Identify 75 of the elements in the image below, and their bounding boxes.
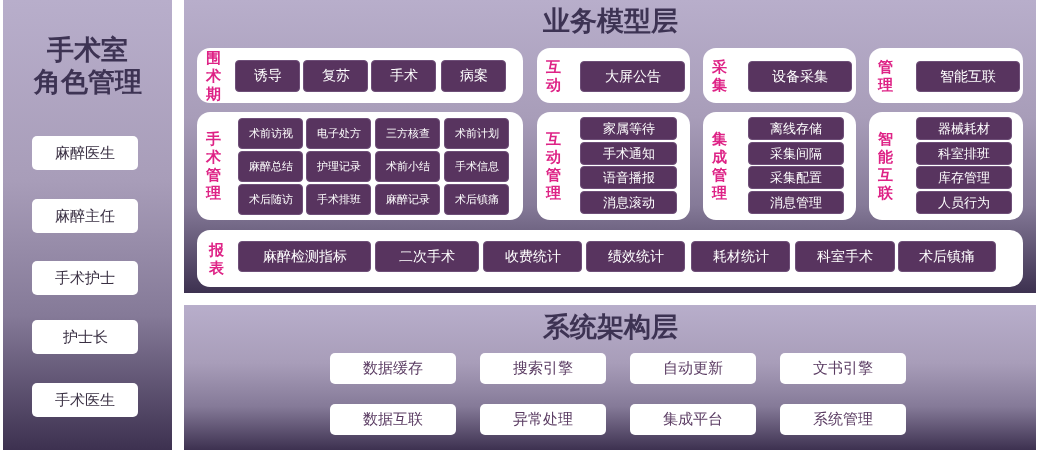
- group-card: [197, 112, 523, 220]
- group-label: 手术管理: [205, 130, 221, 202]
- module-tag: 术后镇痛: [898, 241, 996, 272]
- role-tag: 手术护士: [32, 261, 138, 295]
- group-label: 围术期: [205, 48, 221, 103]
- layer-panel: [3, 0, 172, 450]
- group-label: 采集: [711, 57, 727, 94]
- module-tag: 手术通知: [580, 142, 677, 165]
- group-label: 互动管理: [545, 130, 561, 202]
- module-tag: 手术: [371, 60, 436, 92]
- module-tag: 家属等待: [580, 117, 677, 140]
- module-tag: 消息管理: [748, 191, 844, 214]
- role-tag: 手术医生: [32, 383, 138, 417]
- group-label: 智能互联: [877, 130, 893, 202]
- module-tag: 麻醉记录: [375, 184, 440, 215]
- service-tag: 数据互联: [330, 404, 456, 435]
- service-tag: 数据缓存: [330, 353, 456, 384]
- service-tag: 系统管理: [780, 404, 906, 435]
- module-tag: 复苏: [303, 60, 368, 92]
- module-tag: 耗材统计: [691, 241, 790, 272]
- module-tag: 二次手术: [375, 241, 479, 272]
- module-tag: 术后随访: [238, 184, 303, 215]
- group-card: [703, 112, 856, 220]
- module-tag: 消息滚动: [580, 191, 677, 214]
- module-tag: 术前计划: [444, 118, 509, 149]
- module-tag: 诱导: [235, 60, 300, 92]
- module-tag: 术前小结: [375, 151, 440, 182]
- group-card: [197, 230, 1023, 287]
- layer-panel: [184, 305, 1036, 450]
- module-tag: 库存管理: [916, 166, 1012, 189]
- group-card: [537, 112, 690, 220]
- group-card: [537, 48, 690, 103]
- panel-title: 系统架构层: [541, 311, 679, 343]
- module-tag: 采集配置: [748, 166, 844, 189]
- module-tag: 术后镇痛: [444, 184, 509, 215]
- group-label: 报表: [208, 240, 224, 277]
- group-label: 集成管理: [711, 130, 727, 202]
- module-tag: 科室手术: [795, 241, 895, 272]
- service-tag: 文书引擎: [780, 353, 906, 384]
- layer-panel: [184, 0, 1036, 293]
- group-card: [703, 48, 856, 103]
- panel-title: 手术室角色管理: [32, 34, 143, 98]
- module-tag: 病案: [441, 60, 506, 92]
- service-tag: 自动更新: [630, 353, 756, 384]
- module-tag: 收费统计: [483, 241, 582, 272]
- module-tag: 智能互联: [916, 61, 1020, 92]
- group-card: [869, 112, 1023, 220]
- group-card: [197, 48, 523, 103]
- module-tag: 采集间隔: [748, 142, 844, 165]
- module-tag: 护理记录: [306, 151, 371, 182]
- module-tag: 科室排班: [916, 142, 1012, 165]
- module-tag: 手术排班: [306, 184, 371, 215]
- module-tag: 语音播报: [580, 166, 677, 189]
- module-tag: 电子处方: [306, 118, 371, 149]
- module-tag: 人员行为: [916, 191, 1012, 214]
- panel-title: 业务模型层: [541, 5, 679, 37]
- module-tag: 绩效统计: [586, 241, 685, 272]
- module-tag: 设备采集: [748, 61, 852, 92]
- group-label: 管理: [877, 57, 893, 94]
- role-tag: 护士长: [32, 320, 138, 354]
- module-tag: 麻醉总结: [238, 151, 303, 182]
- service-tag: 集成平台: [630, 404, 756, 435]
- module-tag: 三方核查: [375, 118, 440, 149]
- module-tag: 大屏公告: [580, 61, 685, 92]
- module-tag: 离线存储: [748, 117, 844, 140]
- module-tag: 麻醉检测指标: [238, 241, 371, 272]
- role-tag: 麻醉主任: [32, 199, 138, 233]
- service-tag: 异常处理: [480, 404, 606, 435]
- group-label: 互动: [545, 57, 561, 94]
- module-tag: 手术信息: [444, 151, 509, 182]
- module-tag: 术前访视: [238, 118, 303, 149]
- service-tag: 搜索引擎: [480, 353, 606, 384]
- module-tag: 器械耗材: [916, 117, 1012, 140]
- group-card: [869, 48, 1023, 103]
- role-tag: 麻醉医生: [32, 136, 138, 170]
